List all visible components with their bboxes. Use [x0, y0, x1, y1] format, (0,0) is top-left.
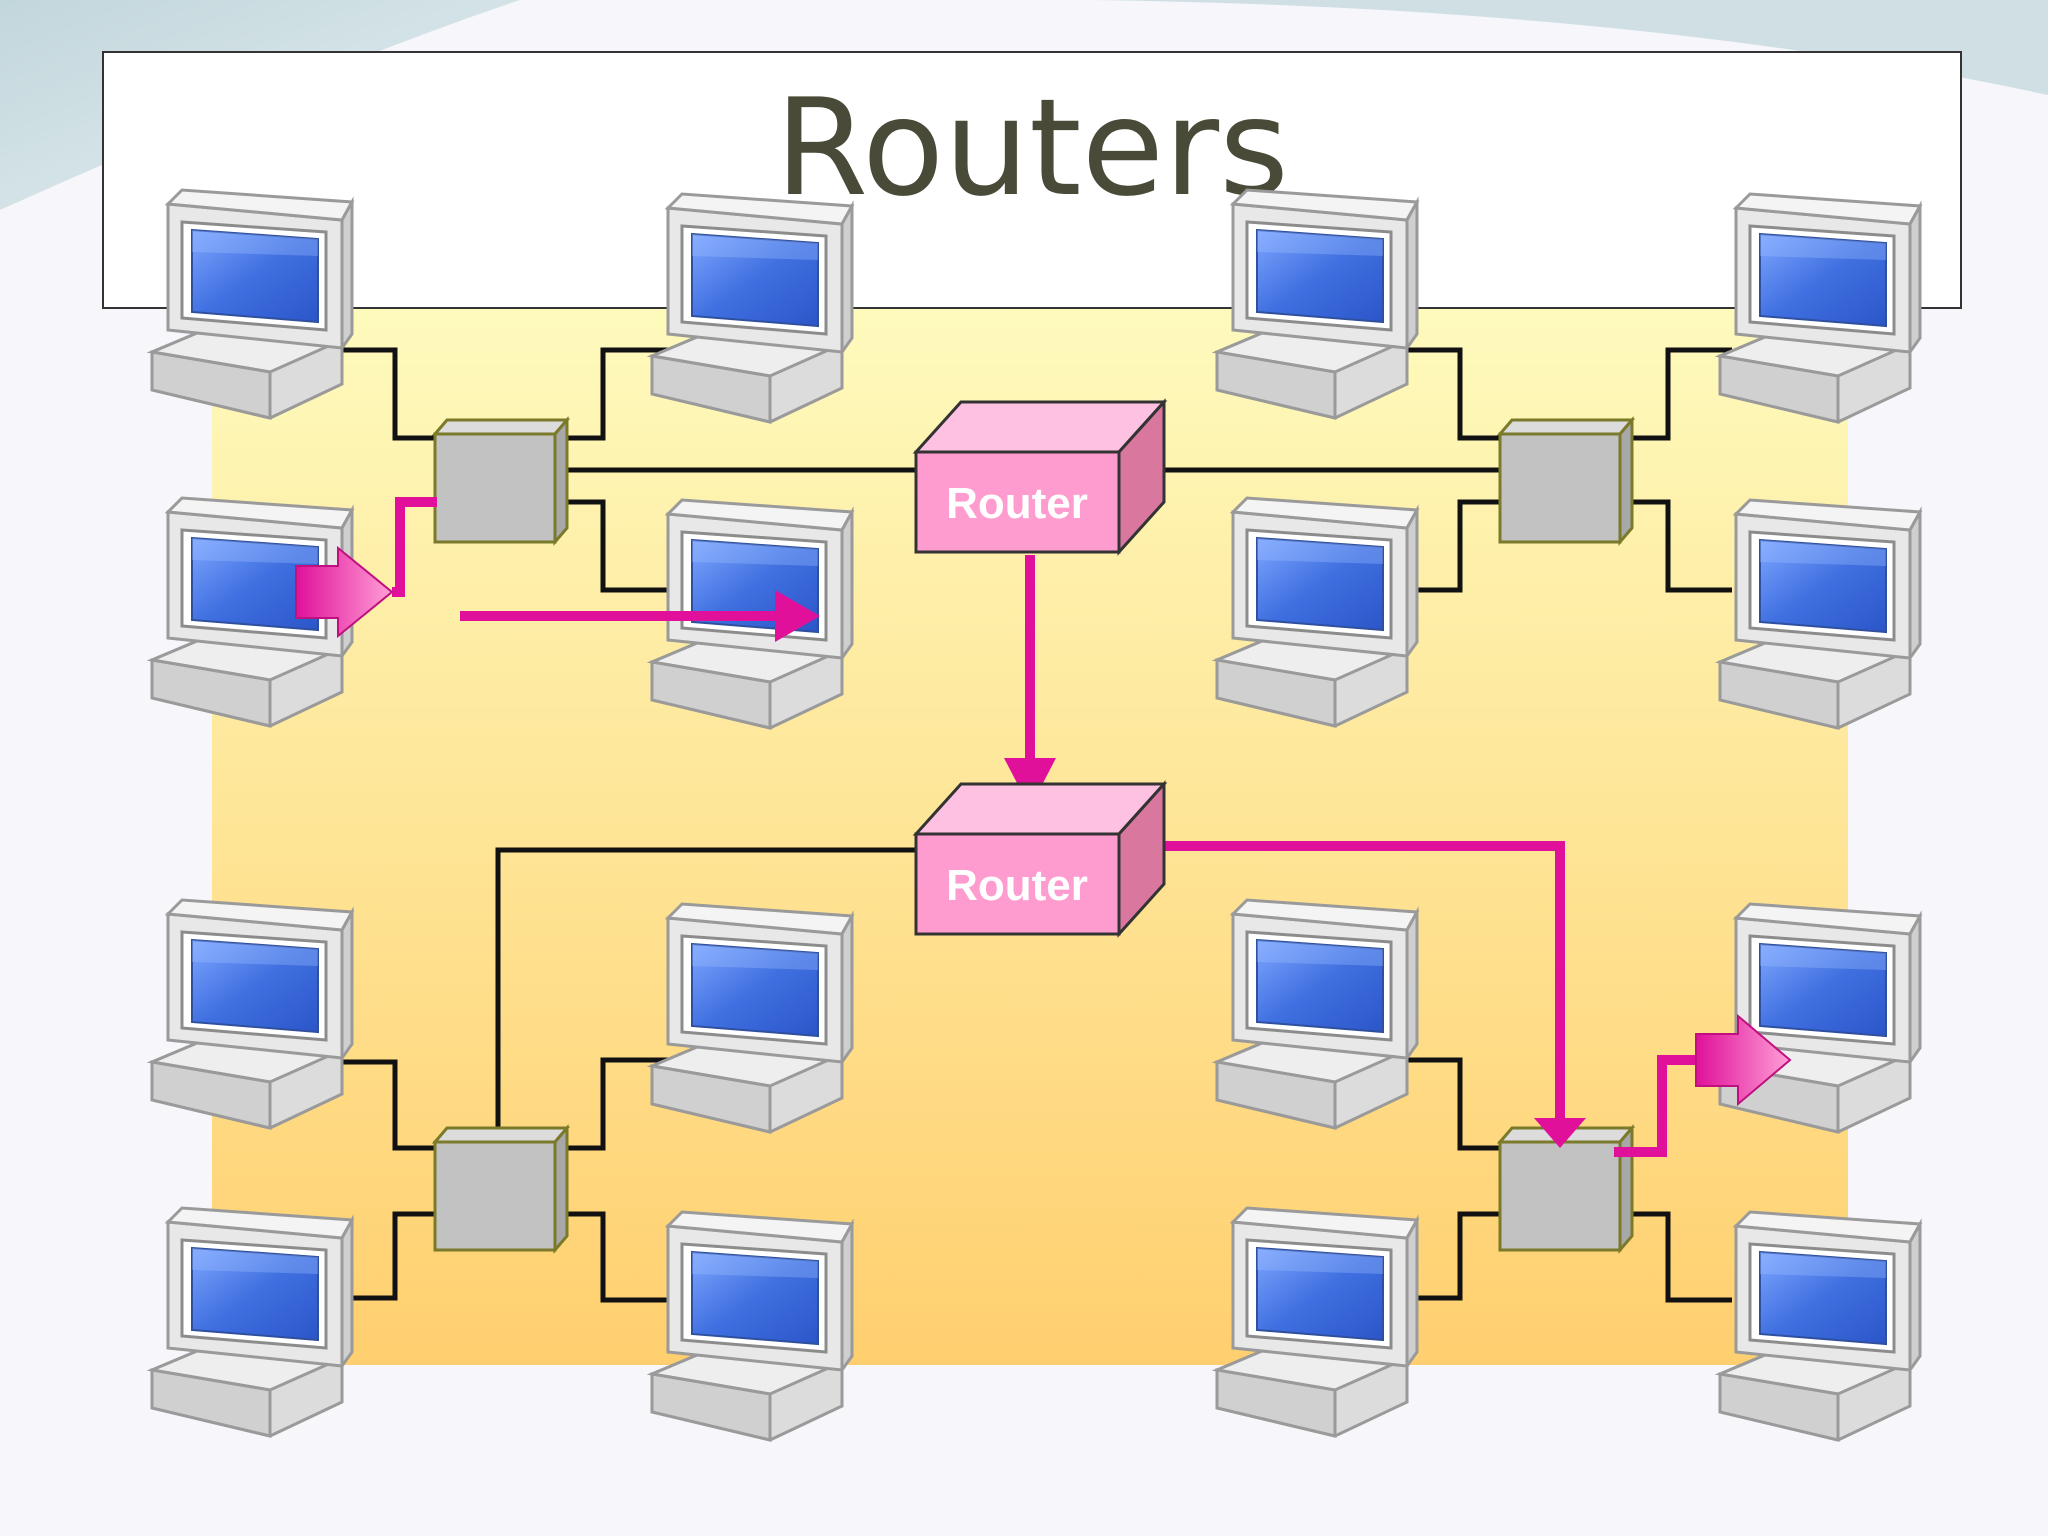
- computer-icon: [1215, 188, 1419, 420]
- computer-icon: [650, 192, 854, 424]
- router-icon: Router: [912, 780, 1168, 938]
- switch-icon: [433, 1126, 569, 1252]
- slide-title: Routers: [775, 70, 1289, 226]
- computer-icon: [650, 1210, 854, 1442]
- computer-icon: [150, 188, 354, 420]
- title-box: [102, 51, 1962, 309]
- computer-icon: [1718, 902, 1922, 1134]
- switch-icon: [433, 418, 569, 544]
- computer-icon: [1215, 1206, 1419, 1438]
- packet-path: [392, 497, 1700, 1157]
- arrow-icon: [295, 545, 394, 639]
- switch-icon: [1498, 1126, 1634, 1252]
- router-label: Router: [946, 479, 1088, 528]
- arrow-icon: [775, 590, 820, 642]
- arrow-icon: [1695, 1013, 1792, 1107]
- network-cables: [335, 347, 1732, 1303]
- computer-icon: [150, 1206, 354, 1438]
- computer-icon: [1718, 192, 1922, 424]
- computer-icon: [1718, 498, 1922, 730]
- switch-icon: [1498, 418, 1634, 544]
- computer-icon: [1215, 496, 1419, 728]
- router-label: Router: [946, 861, 1088, 910]
- computer-icon: [150, 898, 354, 1130]
- computer-icon: [650, 902, 854, 1134]
- router-icon: Router: [912, 398, 1168, 556]
- computer-icon: [1215, 898, 1419, 1130]
- arrow-icon: [1534, 1118, 1586, 1148]
- computer-icon: [1718, 1210, 1922, 1442]
